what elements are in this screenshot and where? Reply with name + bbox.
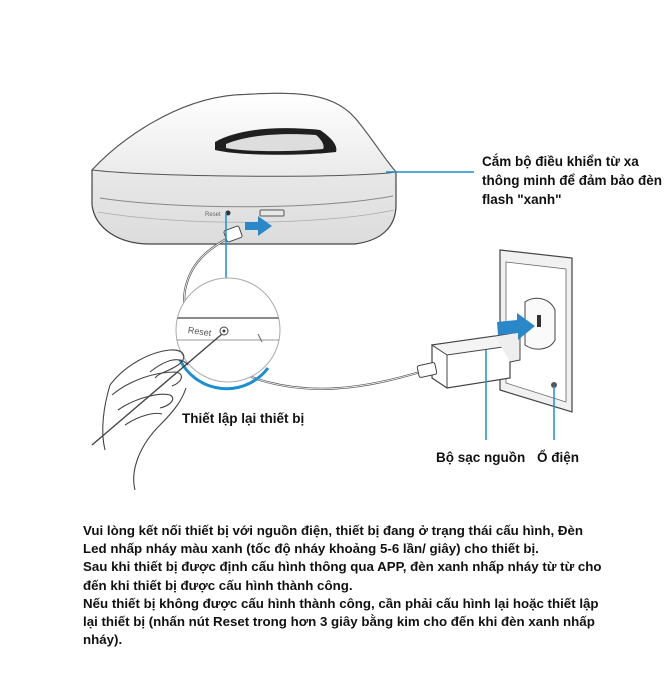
instruction-paragraph: Sau khi thiết bị được định cấu hình thôn… (83, 559, 602, 593)
reset-zoom-circle: Reset (175, 277, 281, 391)
smart-remote-hub: Reset (90, 92, 397, 245)
setup-diagram: Reset Reset (90, 92, 573, 491)
charger-callout-text: Bộ sạc nguồn (436, 450, 526, 465)
hub-callout-text: Cắm bộ điều khiển từ xa thông minh để đả… (482, 154, 662, 207)
outlet-callout-text: Ổ điện (537, 450, 580, 465)
reset-label-on-device: Reset (187, 325, 212, 338)
power-charger (416, 331, 521, 389)
port-reset-print: Reset (205, 212, 221, 218)
reset-callout-text: Thiết lập lại thiết bị (182, 411, 305, 426)
hand-with-pin (91, 333, 223, 491)
plug-in-arrow-outlet (497, 313, 535, 340)
wall-outlet (499, 249, 573, 413)
setup-instructions: Vui lòng kết nối thiết bị với nguồn điện… (83, 522, 603, 649)
instruction-paragraph: Nếu thiết bị không được cấu hình thành c… (83, 595, 599, 648)
instruction-paragraph: Vui lòng kết nối thiết bị với nguồn điện… (83, 523, 584, 557)
plug-in-arrow-hub (245, 216, 272, 236)
